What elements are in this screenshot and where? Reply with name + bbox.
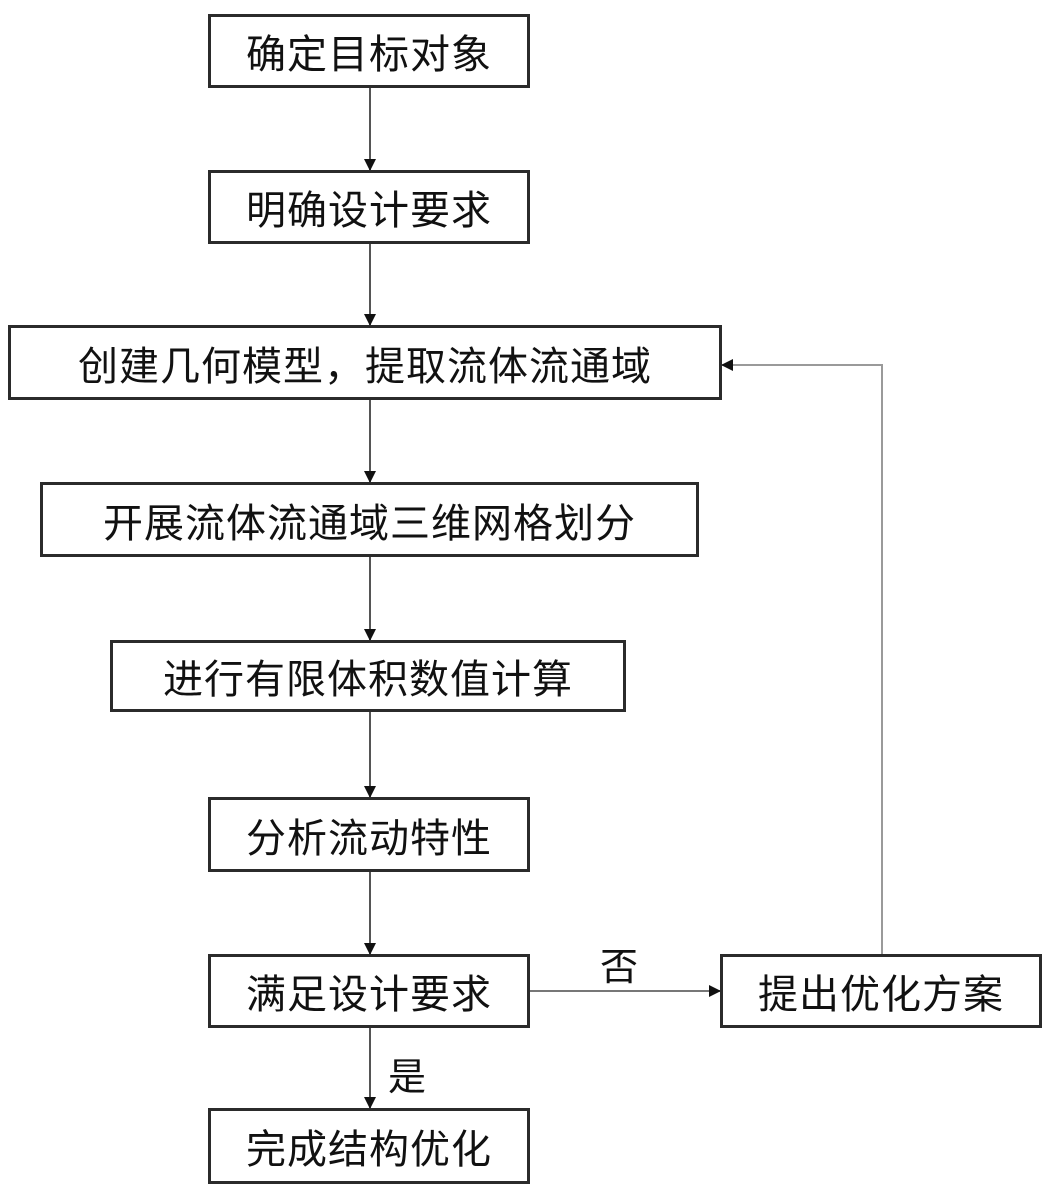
step-label: 进行有限体积数值计算: [163, 657, 573, 703]
edge-label-yes: 是: [388, 1055, 427, 1099]
step-analyze-flow: 分析流动特性: [208, 797, 530, 872]
step-complete-optimization: 完成结构优化: [208, 1108, 530, 1184]
step-label: 提出优化方案: [758, 972, 1004, 1018]
step-mesh-division: 开展流体流通域三维网格划分: [40, 482, 699, 557]
step-label: 满足设计要求: [246, 972, 492, 1018]
step-create-geometry: 创建几何模型，提取流体流通域: [8, 325, 722, 400]
edge-label-no: 否: [600, 945, 639, 989]
step-define-requirements: 明确设计要求: [208, 170, 530, 244]
step-determine-target: 确定目标对象: [208, 14, 530, 88]
step-label: 开展流体流通域三维网格划分: [103, 500, 636, 547]
step-label: 确定目标对象: [246, 32, 492, 78]
step-propose-optimization: 提出优化方案: [720, 954, 1042, 1028]
decision-meets-requirements: 满足设计要求: [208, 954, 530, 1028]
step-fvm-computation: 进行有限体积数值计算: [110, 640, 626, 712]
step-label: 明确设计要求: [246, 188, 492, 234]
step-label: 分析流动特性: [246, 815, 492, 862]
step-label: 创建几何模型，提取流体流通域: [78, 343, 652, 390]
arrow-feedback-loop: [721, 359, 883, 954]
step-label: 完成结构优化: [246, 1127, 492, 1173]
